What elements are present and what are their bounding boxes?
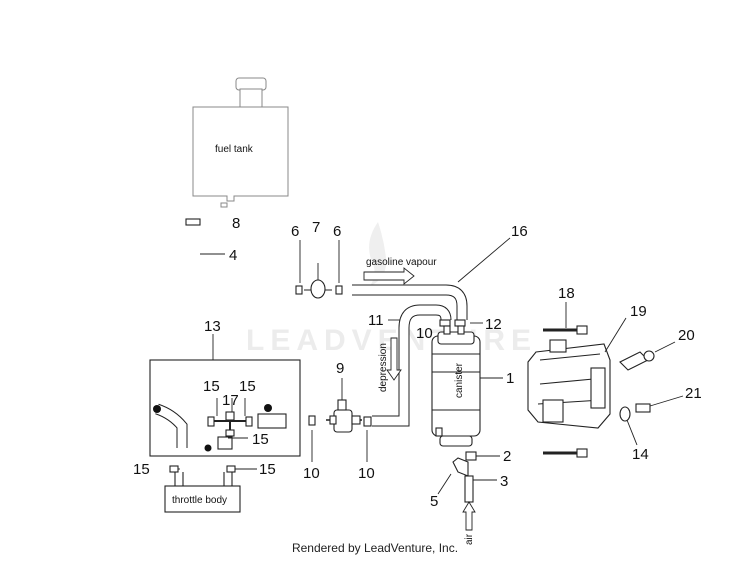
clamp-6-right	[335, 285, 343, 295]
vapour-arrow: gasoline vapour	[363, 257, 437, 285]
callout-8: 8	[232, 215, 240, 232]
fuel-tank: fuel tank	[192, 77, 289, 208]
callout-13: 13	[204, 318, 221, 335]
tee-17	[225, 411, 235, 421]
kit-box	[149, 359, 301, 457]
throttle-body: throttle body	[164, 465, 241, 513]
hose-16	[352, 284, 468, 320]
clamp-15-right	[226, 465, 236, 473]
callout-19: 19	[630, 303, 647, 320]
callout-20: 20	[678, 327, 695, 344]
clamp-10-top	[439, 319, 451, 327]
throttle-body-label: throttle body	[172, 495, 227, 506]
kit-hose-short	[257, 413, 287, 429]
callout-7: 7	[312, 219, 320, 236]
callout-6-left: 6	[291, 223, 299, 240]
callout-15-e: 15	[259, 461, 276, 478]
hose-kit-13	[149, 334, 301, 457]
callout-5: 5	[430, 493, 438, 510]
clip-20	[619, 341, 676, 371]
throttle-body-box	[164, 485, 241, 513]
callout-16: 16	[511, 223, 528, 240]
screw-21	[635, 395, 684, 413]
callout-1: 1	[506, 370, 514, 387]
air-arrow	[462, 501, 476, 531]
callout-15-c: 15	[252, 431, 269, 448]
fuel-tank-neck	[239, 88, 263, 108]
clamp-10-left	[308, 415, 316, 426]
clamp-15-left	[169, 465, 179, 473]
bolt-lower	[543, 448, 588, 458]
canister-1: canister	[431, 325, 481, 447]
valve-9	[333, 409, 353, 433]
callout-17: 17	[222, 392, 239, 409]
callouts: 8 4 6 7 6 16 11 10 12 1 2 3 5 9 10 10 13…	[133, 215, 702, 510]
gasoline-vapour-label: gasoline vapour	[366, 257, 437, 268]
hose-4	[181, 218, 288, 299]
callout-10-left: 10	[303, 465, 320, 482]
fuel-tank-outlet	[220, 202, 228, 208]
depression-label: depression	[378, 343, 389, 392]
callout-10-right: 10	[358, 465, 375, 482]
callout-12: 12	[485, 316, 502, 333]
watermark-text: LEADVENTURE	[246, 324, 537, 357]
valve-7	[310, 279, 326, 299]
clamp-12	[454, 319, 466, 327]
bolt-18	[543, 302, 588, 335]
hose-3	[464, 475, 474, 503]
callout-6-right: 6	[333, 223, 341, 240]
air-label: air	[464, 533, 475, 545]
callout-15-b: 15	[239, 378, 256, 395]
valve-9-assembly	[308, 378, 362, 433]
bracket-19	[527, 317, 627, 429]
footer-credit: Rendered by LeadVenture, Inc.	[291, 541, 459, 555]
callout-10-top: 10	[416, 325, 433, 342]
clamp-8	[185, 218, 201, 226]
clamp-10-right	[363, 416, 372, 427]
callout-21: 21	[685, 385, 702, 402]
valve-7-assembly	[295, 263, 343, 299]
fuel-tank-body	[192, 106, 289, 202]
canister-outlet: air	[452, 451, 477, 545]
callout-3: 3	[500, 473, 508, 490]
depression-arrow: depression	[378, 337, 402, 392]
callout-15-d: 15	[133, 461, 150, 478]
callout-4: 4	[229, 247, 237, 264]
fuel-tank-cap	[235, 77, 267, 91]
clamp-2	[465, 451, 477, 461]
fitting-5	[452, 457, 469, 477]
clamp-6-left	[295, 285, 303, 295]
bushing-14	[619, 406, 638, 446]
callout-14: 14	[632, 446, 649, 463]
callout-2: 2	[503, 448, 511, 465]
watermark: LEADVENTURE	[246, 222, 537, 357]
leader-lines	[178, 237, 511, 495]
canister-label: canister	[454, 362, 465, 398]
callout-15-a: 15	[203, 378, 220, 395]
callout-11: 11	[368, 312, 384, 329]
callout-9: 9	[336, 360, 344, 377]
callout-18: 18	[558, 285, 575, 302]
fuel-tank-label: fuel tank	[215, 144, 254, 155]
